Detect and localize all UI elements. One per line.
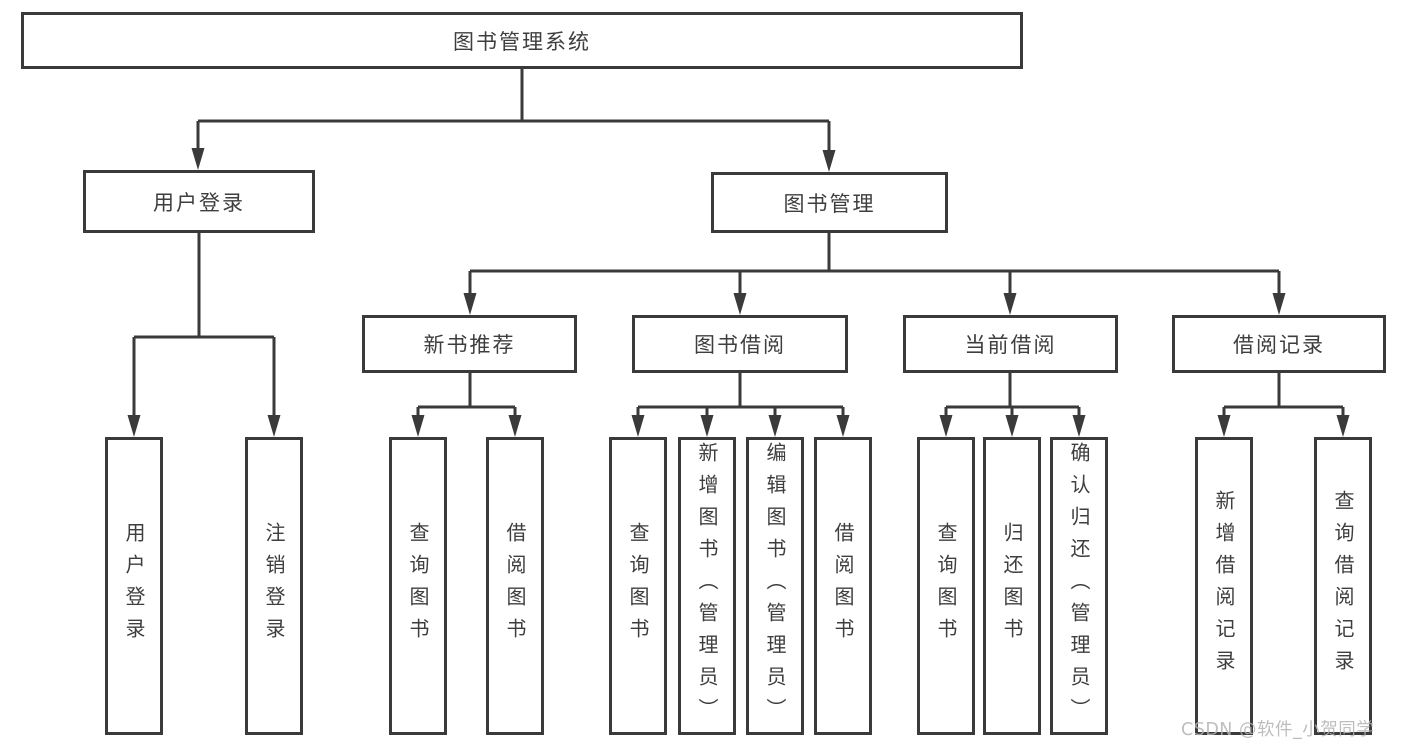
node-label: 图书管理: [783, 191, 876, 216]
leaf-user-login: 用户登录: [105, 437, 163, 735]
leaf-label: 编辑图书（管理员）: [763, 442, 787, 730]
node-new-book-recommendation: 新书推荐: [362, 315, 577, 373]
leaf-records-add-borrow-record: 新增借阅记录: [1195, 437, 1253, 735]
leaf-borrowing-add-books-admin: 新增图书（管理员）: [678, 437, 736, 735]
leaf-borrowing-query-books: 查询图书: [609, 437, 667, 735]
node-borrowing-records: 借阅记录: [1172, 315, 1386, 373]
leaf-label: 查询图书: [626, 522, 650, 650]
node-label: 图书借阅: [694, 333, 786, 357]
leaf-recommend-borrow-books: 借阅图书: [486, 437, 544, 735]
leaf-label: 确认归还（管理员）: [1067, 442, 1091, 730]
node-label: 用户登录: [153, 190, 245, 215]
node-book-borrowing: 图书借阅: [632, 315, 848, 373]
leaf-label: 查询图书: [406, 522, 430, 650]
leaf-borrowing-edit-books-admin: 编辑图书（管理员）: [746, 437, 804, 735]
leaf-label: 借阅图书: [831, 522, 855, 650]
node-label: 当前借阅: [964, 333, 1057, 357]
leaf-label: 用户登录: [122, 522, 146, 650]
node-label: 借阅记录: [1233, 333, 1325, 357]
node-label: 新书推荐: [423, 333, 516, 357]
node-current-borrowing: 当前借阅: [903, 315, 1118, 373]
leaf-current-query-books: 查询图书: [917, 437, 975, 735]
node-book-management: 图书管理: [711, 172, 948, 233]
leaf-current-return-books: 归还图书: [983, 437, 1041, 735]
leaf-label: 查询图书: [934, 522, 958, 650]
leaf-label: 归还图书: [1000, 522, 1024, 650]
leaf-records-query-borrow-record: 查询借阅记录: [1314, 437, 1372, 735]
leaf-recommend-query-books: 查询图书: [389, 437, 447, 735]
leaf-label: 新增图书（管理员）: [695, 442, 719, 730]
leaf-logout: 注销登录: [245, 437, 303, 735]
leaf-current-confirm-return-admin: 确认归还（管理员）: [1050, 437, 1108, 735]
node-library-management-system: 图书管理系统: [21, 12, 1023, 69]
node-label: 图书管理系统: [453, 29, 591, 54]
leaf-label: 新增借阅记录: [1212, 490, 1236, 682]
leaf-borrowing-borrow-books: 借阅图书: [814, 437, 872, 735]
node-user-login: 用户登录: [83, 170, 315, 233]
leaf-label: 查询借阅记录: [1331, 490, 1355, 682]
csdn-watermark: CSDN @软件_小贺同学: [1181, 720, 1375, 740]
leaf-label: 借阅图书: [503, 522, 527, 650]
leaf-label: 注销登录: [262, 522, 286, 650]
